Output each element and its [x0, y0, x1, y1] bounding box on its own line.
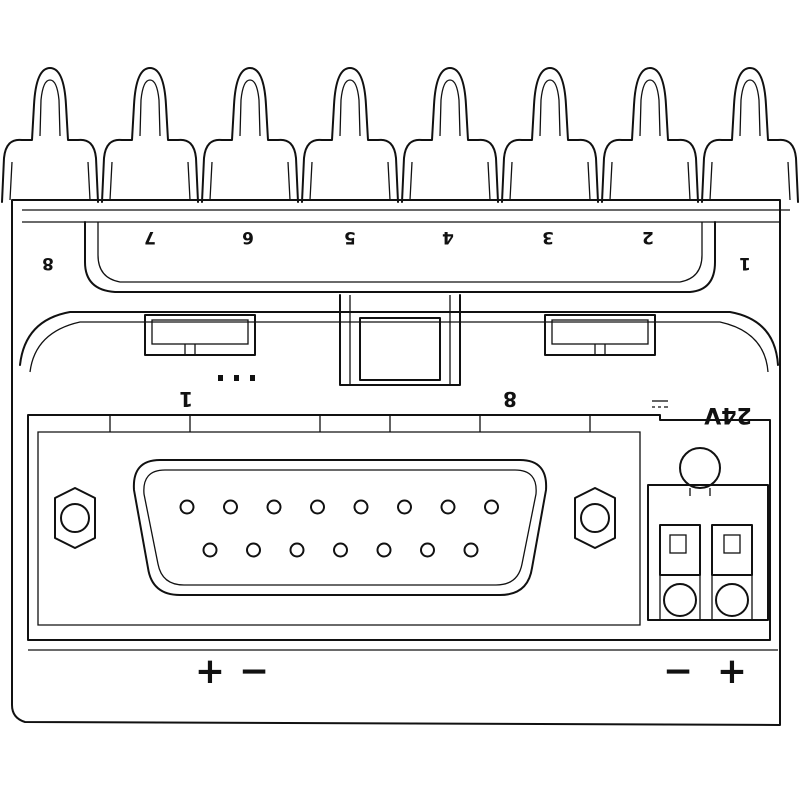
terminal-number-label: 7	[144, 227, 156, 247]
spring-terminal-finger	[601, 67, 699, 203]
housing-outline	[11, 199, 781, 726]
dsub-pin	[223, 499, 238, 515]
spring-terminal-finger	[501, 67, 599, 203]
spring-terminal-row	[1, 67, 799, 203]
connector-frame	[27, 414, 771, 641]
hex-screw-left	[54, 487, 96, 549]
spring-terminal-finger	[301, 67, 399, 203]
dc-symbol	[652, 400, 668, 408]
voltage-label: 24V	[704, 402, 752, 427]
dsub-pin	[376, 542, 392, 558]
dsub-pin	[289, 542, 305, 558]
body-contour-inner	[29, 321, 769, 373]
dsub-pin	[420, 542, 435, 558]
terminal-number-label: 6	[242, 227, 254, 247]
polarity-plus-left: +	[195, 651, 225, 692]
dsub-pin	[202, 542, 218, 558]
dsub-pin	[463, 542, 479, 558]
dsub-pin	[353, 499, 369, 515]
terminal-number-label: 5	[344, 227, 356, 247]
label-panel	[84, 221, 716, 293]
dsub-shell-inner	[143, 469, 537, 586]
hex-screw-right	[574, 487, 616, 549]
terminal-number-label: 8	[42, 253, 54, 273]
dsub-pin	[310, 499, 325, 515]
dsub-pin	[246, 542, 261, 558]
dsub-pin	[484, 499, 499, 515]
terminal-number-label: 4	[442, 227, 454, 247]
spring-terminal-finger	[1, 67, 99, 203]
dsub-pin	[440, 499, 456, 515]
polarity-minus-left: −	[239, 651, 269, 692]
spring-terminal-finger	[101, 67, 199, 203]
status-dots	[218, 375, 255, 381]
terminal-number-labels: 8 7 6 5 4 3 2 1	[42, 227, 751, 273]
label-panel-inner	[97, 222, 703, 283]
body-contour	[19, 311, 779, 366]
connector-frame-inner	[37, 431, 641, 626]
led-window-left	[144, 314, 256, 356]
dsub-pin	[333, 542, 348, 558]
connector-frame-ticks	[109, 415, 591, 432]
polarity-plus-right: +	[717, 651, 747, 692]
terminal-number-label: 2	[642, 227, 654, 247]
dsub-pin	[179, 499, 195, 515]
dsub-pin	[397, 499, 412, 515]
dsub-pin	[266, 499, 282, 515]
center-latch	[339, 294, 461, 386]
dsub-shell	[132, 459, 548, 596]
led-label-right: 8	[503, 387, 517, 411]
terminal-number-label: 3	[542, 227, 554, 247]
spring-terminal-finger	[201, 67, 299, 203]
dsub-pins	[179, 499, 499, 558]
led-window-right	[544, 314, 656, 356]
terminal-number-label: 1	[739, 253, 751, 273]
led-label-left: 1	[179, 387, 193, 411]
housing-top-ledge	[22, 209, 790, 223]
power-terminal	[647, 447, 769, 621]
spring-terminal-finger	[401, 67, 499, 203]
polarity-minus-right: −	[663, 651, 693, 692]
spring-terminal-finger	[701, 67, 799, 203]
